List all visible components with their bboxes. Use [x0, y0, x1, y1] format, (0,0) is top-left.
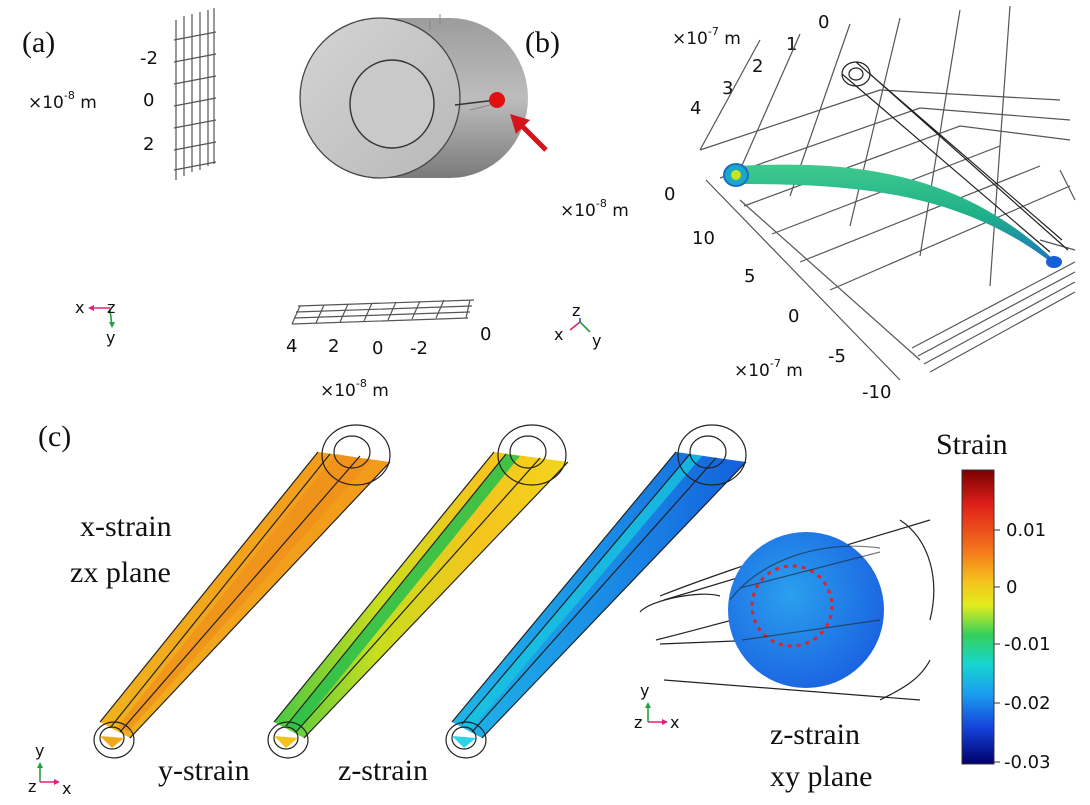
svg-text:z: z [107, 298, 115, 317]
panel-b: (b) ×10-7 m 0 1 2 3 4 ×10-8 m 0 [525, 5, 1076, 403]
caption-x-strain: x-strain [80, 510, 172, 543]
panel-b-bottom-unit: ×10-7 m [734, 357, 803, 381]
rod-z-strain [445, 424, 747, 759]
colorbar-tick-label: -0.02 [1004, 693, 1051, 714]
svg-text:y: y [35, 741, 44, 760]
panel-b-bent-tube [723, 163, 1062, 268]
svg-text:x: x [554, 325, 563, 344]
panel-a-bottom-grid [291, 299, 475, 325]
svg-text:x: x [62, 779, 71, 798]
svg-text:x: x [75, 298, 84, 317]
panel-c-axis-triad-left: y z x [28, 741, 71, 798]
svg-text:y: y [106, 328, 115, 347]
panel-a-left-tick: 2 [143, 134, 154, 155]
panel-a-label: (a) [22, 26, 55, 59]
panel-b-top-tick: 0 [818, 12, 829, 33]
colorbar-title: Strain [936, 428, 1008, 461]
panel-b-bottom-ticks: 10 5 0 -5 -10 [692, 228, 891, 403]
panel-a-left-ticks: -2 0 2 [140, 48, 158, 155]
panel-b-top-unit: ×10-7 m [672, 25, 741, 49]
panel-b-mid-unit: ×10-8 m [560, 197, 629, 221]
panel-b-top-ticks: 0 1 2 3 4 [690, 12, 829, 119]
panel-b-top-tick: 2 [752, 56, 763, 77]
panel-a-left-tick: -2 [140, 48, 158, 69]
panel-b-bottom-tick: 0 [788, 306, 799, 327]
rod-x-strain [93, 424, 391, 759]
panel-a-bottom-tick: 2 [328, 336, 339, 357]
panel-b-bottom-tick: -5 [828, 346, 846, 367]
panel-a-left-grid [173, 8, 217, 180]
panel-b-bottom-tick: 5 [744, 266, 755, 287]
panel-a-bottom-tick: 0 [372, 338, 383, 359]
svg-text:z: z [28, 777, 36, 796]
caption-z-strain-xy: z-strain [770, 718, 860, 751]
panel-a-left-unit: ×10-8 m [28, 89, 97, 113]
panel-c: (c) [28, 420, 935, 798]
caption-xy-plane: xy plane [770, 760, 872, 793]
colorbar-tick-label: -0.01 [1004, 634, 1051, 655]
panel-b-bottom-tick: 10 [692, 228, 715, 249]
panel-c-label: (c) [38, 420, 71, 453]
colorbar: Strain 0.01 0 -0.01 -0.02 -0.03 [936, 428, 1051, 773]
svg-text:y: y [640, 681, 649, 700]
panel-b-mid-tick: 0 [664, 184, 675, 205]
colorbar-tick-label: 0.01 [1006, 520, 1046, 541]
panel-a-side-tick: 0 [480, 324, 491, 345]
panel-b-bottom-tick: -10 [862, 382, 891, 403]
panel-a-bottom-unit: ×10-8 m [320, 377, 389, 401]
rod-y-strain [267, 424, 569, 759]
panel-a-bottom-ticks: 4 2 0 -2 0 [286, 324, 491, 359]
colorbar-ticks: 0.01 0 -0.01 -0.02 -0.03 [994, 520, 1051, 773]
panel-b-top-tick: 4 [690, 98, 701, 119]
colorbar-tick-label: -0.03 [1004, 752, 1051, 773]
panel-b-top-tick: 1 [786, 34, 797, 55]
svg-text:x: x [670, 713, 679, 732]
colorbar-gradient [961, 469, 995, 765]
svg-text:z: z [634, 713, 642, 732]
panel-a: (a) -2 0 2 ×10-8 m 4 [22, 8, 601, 401]
panel-a-bottom-tick: -2 [410, 338, 428, 359]
panel-b-top-tick: 3 [722, 78, 733, 99]
caption-zx-plane: zx plane [70, 556, 171, 589]
panel-c-axis-triad-right: y z x [634, 681, 679, 732]
panel-b-label: (b) [525, 26, 560, 59]
caption-z-strain: z-strain [338, 754, 428, 787]
svg-text:z: z [572, 301, 580, 320]
colorbar-tick-label: 0 [1006, 577, 1017, 598]
panel-b-grid [699, 5, 1076, 381]
panel-a-bottom-tick: 4 [286, 336, 297, 357]
caption-y-strain: y-strain [158, 754, 250, 787]
panel-a-cylinder [299, 14, 548, 179]
panel-a-left-tick: 0 [143, 90, 154, 111]
panel-a-axis-triad: x z y [75, 298, 115, 347]
panel-a-axis-triad: z x y [554, 301, 601, 350]
panel-b-wire-rod [841, 61, 1069, 253]
svg-text:y: y [592, 331, 601, 350]
xy-plane-cross-section [639, 519, 935, 701]
